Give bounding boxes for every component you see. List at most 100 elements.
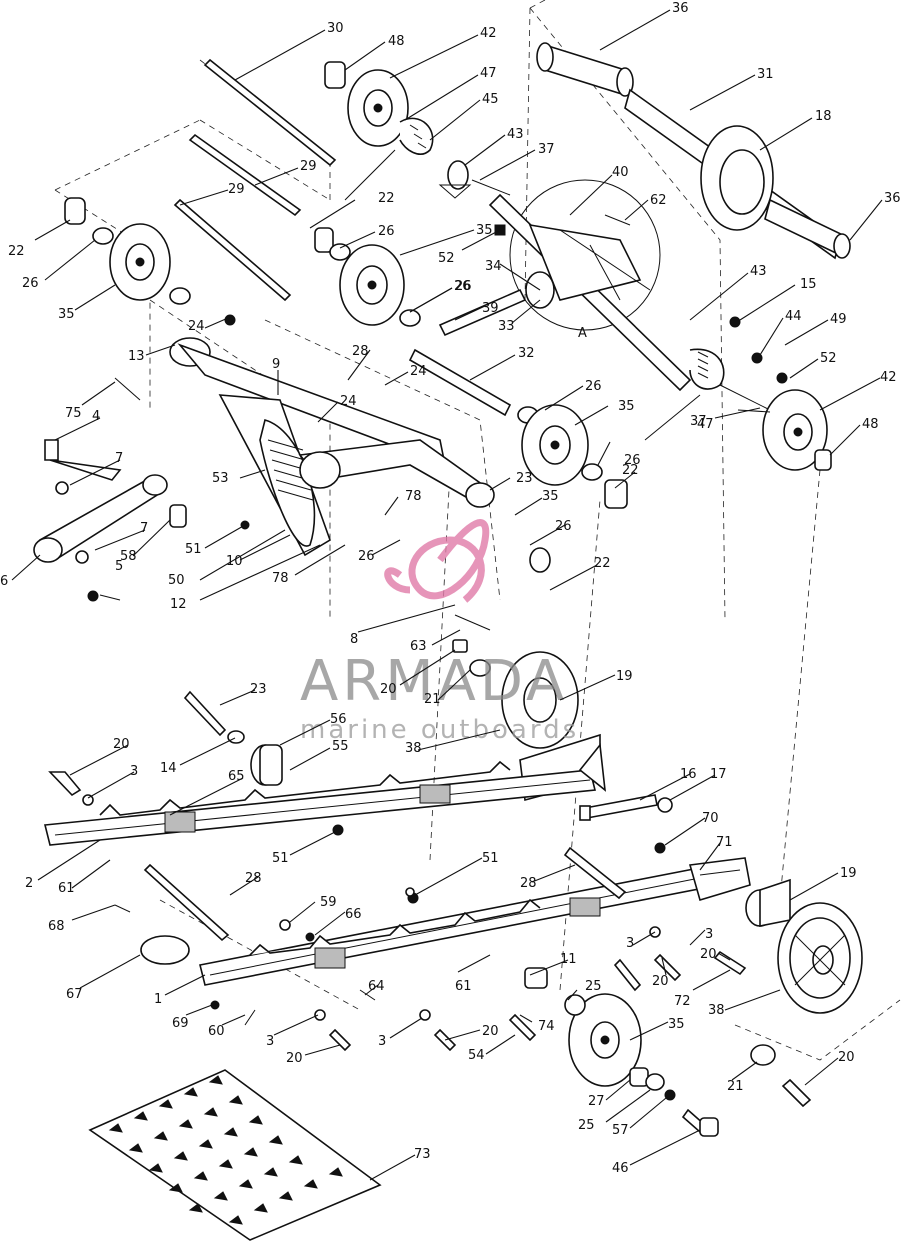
lower-right-wheels bbox=[524, 878, 863, 1137]
callout-label: 26 bbox=[378, 224, 395, 239]
callout-label: 22 bbox=[594, 556, 611, 571]
callout-label: 74 bbox=[538, 1019, 555, 1034]
callout-label: 65 bbox=[228, 769, 245, 784]
callout-label: 25 bbox=[578, 1118, 595, 1133]
callout-label: 56 bbox=[330, 712, 347, 727]
callout-label: 21 bbox=[727, 1079, 744, 1094]
lower-slide-rail bbox=[199, 857, 751, 986]
upper-idler-wheel bbox=[324, 61, 511, 201]
traction-pad bbox=[88, 1069, 382, 1241]
callout-label: 1 bbox=[154, 992, 162, 1007]
callout-label: 75 bbox=[65, 406, 82, 421]
center-wheel-stack bbox=[314, 227, 421, 327]
callout-label: 26 bbox=[358, 549, 375, 564]
callout-label: 52 bbox=[438, 251, 455, 266]
callout-label: 20 bbox=[652, 974, 669, 989]
callout-label: 37 bbox=[538, 142, 555, 157]
callout-label: 6 bbox=[0, 574, 8, 589]
callout-label: 27 bbox=[588, 1094, 605, 1109]
callout-label: 42 bbox=[880, 370, 897, 385]
callout-label: 47 bbox=[697, 417, 714, 432]
callout-label: 29 bbox=[300, 159, 317, 174]
callout-label: 34 bbox=[485, 259, 502, 274]
callout-label: 78 bbox=[405, 489, 422, 504]
callout-label: 19 bbox=[840, 866, 857, 881]
callout-label: 43 bbox=[750, 264, 767, 279]
callout-label: 21 bbox=[424, 692, 441, 707]
callout-label: 20 bbox=[700, 947, 717, 962]
callout-label: 64 bbox=[368, 979, 385, 994]
callout-label: 37 bbox=[690, 414, 707, 429]
callout-label: 3 bbox=[705, 927, 713, 942]
callout-label: 60 bbox=[208, 1024, 225, 1039]
left-wheel-stack bbox=[64, 197, 191, 305]
callout-label: 54 bbox=[468, 1048, 485, 1063]
callout-label: 57 bbox=[612, 1123, 629, 1138]
callout-label: 58 bbox=[120, 549, 137, 564]
callout-label: 20 bbox=[838, 1050, 855, 1065]
callout-label: 38 bbox=[405, 741, 422, 756]
callout-label: 32 bbox=[518, 346, 535, 361]
callout-label: 66 bbox=[345, 907, 362, 922]
callout-label: 28 bbox=[352, 344, 369, 359]
callout-label: 11 bbox=[560, 952, 577, 967]
callout-label: 62 bbox=[650, 193, 667, 208]
callout-label: 13 bbox=[128, 349, 145, 364]
callout-label: 51 bbox=[272, 851, 289, 866]
left-link-arm bbox=[33, 377, 187, 602]
callout-label: 78 bbox=[272, 571, 289, 586]
callout-label: 61 bbox=[455, 979, 472, 994]
watermark-tagline: marine outboards bbox=[300, 715, 579, 745]
callout-label: 59 bbox=[320, 895, 337, 910]
callout-label: 24 bbox=[340, 394, 357, 409]
fasteners bbox=[48, 690, 673, 904]
callout-label: 25 bbox=[585, 979, 602, 994]
callout-label: 33 bbox=[498, 319, 515, 334]
callout-label: 49 bbox=[830, 312, 847, 327]
watermark-logo-icon bbox=[384, 519, 490, 603]
callout-label: 12 bbox=[170, 597, 187, 612]
callout-label: 44 bbox=[785, 309, 802, 324]
callout-label: 43 bbox=[507, 127, 524, 142]
callout-label: 26 bbox=[585, 379, 602, 394]
callout-label: 35 bbox=[476, 223, 493, 238]
rear-axle-assembly bbox=[536, 42, 851, 260]
callout-label: 23 bbox=[250, 682, 267, 697]
callout-label: 26 bbox=[555, 519, 572, 534]
callout-label: 35 bbox=[618, 399, 635, 414]
callout-label: 52 bbox=[820, 351, 837, 366]
callout-label: 47 bbox=[480, 66, 497, 81]
callout-label: 3 bbox=[130, 764, 138, 779]
callout-label: 2 bbox=[25, 876, 33, 891]
callout-label: 29 bbox=[228, 182, 245, 197]
callout-label: 10 bbox=[226, 554, 243, 569]
callout-label: 39 bbox=[482, 301, 499, 316]
leader-lines bbox=[11, 9, 883, 1181]
callout-label: 22 bbox=[622, 463, 639, 478]
callout-label: 51 bbox=[185, 542, 202, 557]
upper-rods bbox=[173, 58, 337, 302]
callout-label: 20 bbox=[286, 1051, 303, 1066]
right-idler-wheel bbox=[762, 389, 832, 471]
callout-label: 5 bbox=[115, 559, 123, 574]
callout-label: 22 bbox=[8, 244, 25, 259]
callout-label: 24 bbox=[188, 319, 205, 334]
callout-label: 24 bbox=[410, 364, 427, 379]
callout-label: 35 bbox=[668, 1017, 685, 1032]
watermark-brand: ARMADA bbox=[300, 649, 568, 714]
callout-label: 71 bbox=[716, 835, 733, 850]
callout-label: 19 bbox=[616, 669, 633, 684]
callout-label: 53 bbox=[212, 471, 229, 486]
callout-label: 3 bbox=[266, 1034, 274, 1049]
callout-label: 7 bbox=[140, 521, 148, 536]
callout-label: 42 bbox=[480, 26, 497, 41]
callout-label: 51 bbox=[482, 851, 499, 866]
callout-label: 68 bbox=[48, 919, 65, 934]
callout-label: 45 bbox=[482, 92, 499, 107]
callout-label: A bbox=[578, 326, 587, 341]
callout-label: 23 bbox=[516, 471, 533, 486]
callout-label: 7 bbox=[115, 451, 123, 466]
callout-labels: 30 48 42 36 47 45 31 18 43 37 29 29 22 2… bbox=[0, 1, 901, 1176]
callout-label: 36 bbox=[672, 1, 689, 16]
